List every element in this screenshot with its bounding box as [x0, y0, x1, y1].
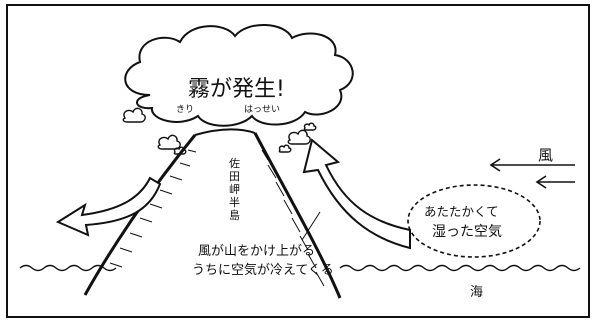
svg-text:岬: 岬	[229, 183, 240, 196]
mountain	[83, 128, 342, 299]
downslope-wind-arrow	[55, 176, 162, 237]
svg-text:佐: 佐	[229, 156, 240, 170]
sea-waves	[19, 264, 581, 272]
warm-moist-air-bubble	[407, 184, 541, 258]
wind-arrows	[489, 158, 575, 189]
ruby-hassei: はっせい	[244, 104, 280, 115]
explanation-line1: 風が山をかけ上がる	[198, 244, 315, 259]
air-bubble-line1: あたたかくて	[424, 204, 499, 219]
cloud-title: 霧が発生!	[188, 77, 285, 102]
svg-text:半: 半	[229, 195, 240, 209]
ruby-kiri: きり	[176, 104, 194, 115]
svg-text:田: 田	[229, 170, 240, 183]
air-bubble-line2: 湿った空気	[432, 224, 502, 240]
fog-cloud	[124, 23, 354, 127]
peninsula-label: 佐 田 岬 半 島	[229, 156, 240, 222]
wind-label: 風	[538, 146, 553, 164]
explanation-leader-line	[301, 211, 321, 241]
explanation-line2: うちに空気が冷えてくる	[192, 262, 334, 278]
fog-puffs	[122, 107, 317, 155]
svg-text:島: 島	[229, 208, 240, 222]
upslope-wind-arrow	[302, 138, 411, 250]
sea-label: 海	[470, 285, 483, 300]
